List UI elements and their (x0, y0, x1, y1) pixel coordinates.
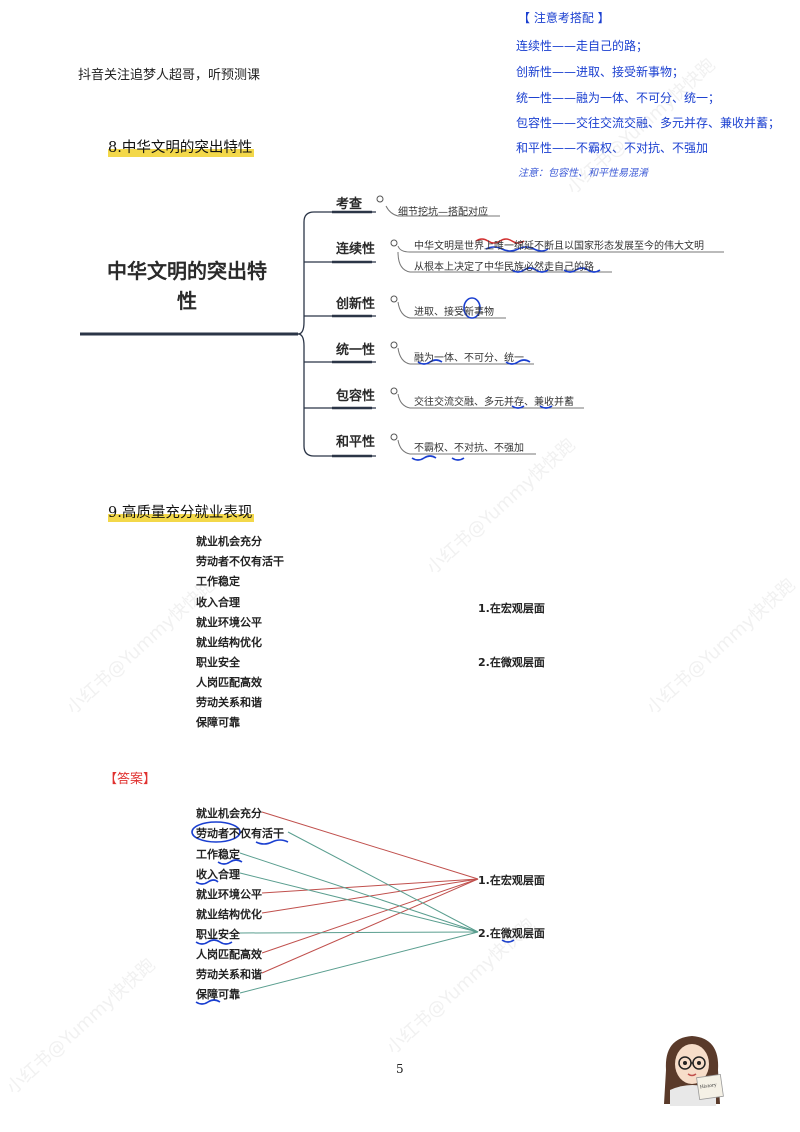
answer-job-item: 就业结构优化 (196, 908, 262, 921)
answer-job-item: 人岗匹配高效 (196, 948, 262, 961)
section8-title: 8.中华文明的突出特性 (108, 136, 255, 157)
job-item: 职业安全 (196, 656, 240, 669)
answer-link-line (239, 931, 479, 934)
job-item: 工作稳定 (196, 575, 240, 588)
job-item: 收入合理 (196, 596, 240, 609)
avatar-book-text: History (700, 1082, 718, 1090)
mindmap-leaf: 融为一体、不可分、统一 (414, 353, 524, 364)
answer-job-item: 收入合理 (196, 868, 240, 881)
avatar: History (664, 1036, 724, 1106)
tips-line: 包容性——交往交流交融、多元并存、兼收并蓄； (516, 116, 781, 130)
tips-title: 【 注意考搭配 】 (518, 11, 610, 25)
answer-link-line (239, 931, 479, 994)
answer-job-item: 保障可靠 (196, 988, 240, 1001)
tips-note: 注意：包容性、和平性易混淆 (518, 168, 648, 179)
tips-line: 和平性——不霸权、不对抗、不强加 (516, 141, 709, 155)
job-item: 人岗匹配高效 (196, 676, 262, 689)
level-macro: 1.在宏观层面 (478, 602, 545, 615)
header-note: 抖音关注追梦人超哥，听预测课 (78, 68, 261, 83)
job-item: 就业结构优化 (196, 636, 262, 649)
answer-job-item: 劳动者不仅有活干 (196, 827, 284, 840)
mindmap-node-inclusiveness: 包容性 (336, 389, 376, 404)
answer-link-line (261, 878, 479, 954)
mindmap-node-innovation: 创新性 (336, 297, 376, 312)
answer-level-micro: 2.在微观层面 (478, 927, 545, 940)
mindmap-node-peace: 和平性 (336, 435, 376, 450)
mindmap-leaf: 从根本上决定了中华民族必然走自己的路 (414, 262, 594, 273)
answer-handwritten-marks (191, 821, 515, 1005)
answer-job-item: 工作稳定 (196, 848, 240, 861)
mindmap-node-continuity: 连续性 (336, 242, 376, 257)
mindmap-leaf: 进取、接受新事物 (414, 307, 494, 318)
job-item: 就业环境公平 (196, 616, 262, 629)
mindmap-leaf: 中华文明是世界上唯一绵延不断且以国家形态发展至今的伟大文明 (414, 241, 704, 252)
mindmap-central-topic: 中华文明的突出特性 (107, 259, 267, 313)
answer-link-line (287, 831, 479, 933)
mindmap-leaf: 交往交流交融、多元并存、兼收并蓄 (414, 397, 574, 408)
mindmap-leaf: 细节挖坑—搭配对应 (398, 207, 488, 218)
answer-level-macro: 1.在宏观层面 (478, 874, 545, 887)
answer-job-item: 就业环境公平 (196, 888, 262, 901)
answer-link-line (261, 878, 479, 894)
mindmap-leaf: 不霸权、不对抗、不强加 (414, 443, 524, 454)
tips-line: 统一性——融为一体、不可分、统一； (516, 91, 721, 105)
answer-job-item: 就业机会充分 (196, 807, 262, 820)
mindmap-node-kaocha: 考查 (336, 197, 363, 212)
job-item: 劳动者不仅有活干 (196, 555, 284, 568)
answer-link-line (261, 878, 479, 974)
answer-link-line (239, 852, 479, 933)
mindmap-node-unity: 统一性 (336, 343, 376, 358)
job-item: 保障可靠 (196, 716, 240, 729)
answer-job-item: 劳动关系和谐 (196, 968, 262, 981)
tips-line: 连续性——走自己的路； (516, 39, 649, 53)
level-micro: 2.在微观层面 (478, 656, 545, 669)
answer-link-line (239, 872, 479, 933)
page-number: 5 (396, 1062, 404, 1076)
tips-line: 创新性——进取、接受新事物； (516, 65, 685, 79)
answer-label: 【答案】 (104, 772, 157, 787)
answer-link-line (261, 811, 479, 880)
job-item: 劳动关系和谐 (196, 696, 262, 709)
job-item: 就业机会充分 (196, 535, 262, 548)
section9-title: 9.高质量充分就业表现 (108, 501, 255, 522)
answer-job-item: 职业安全 (196, 928, 240, 941)
